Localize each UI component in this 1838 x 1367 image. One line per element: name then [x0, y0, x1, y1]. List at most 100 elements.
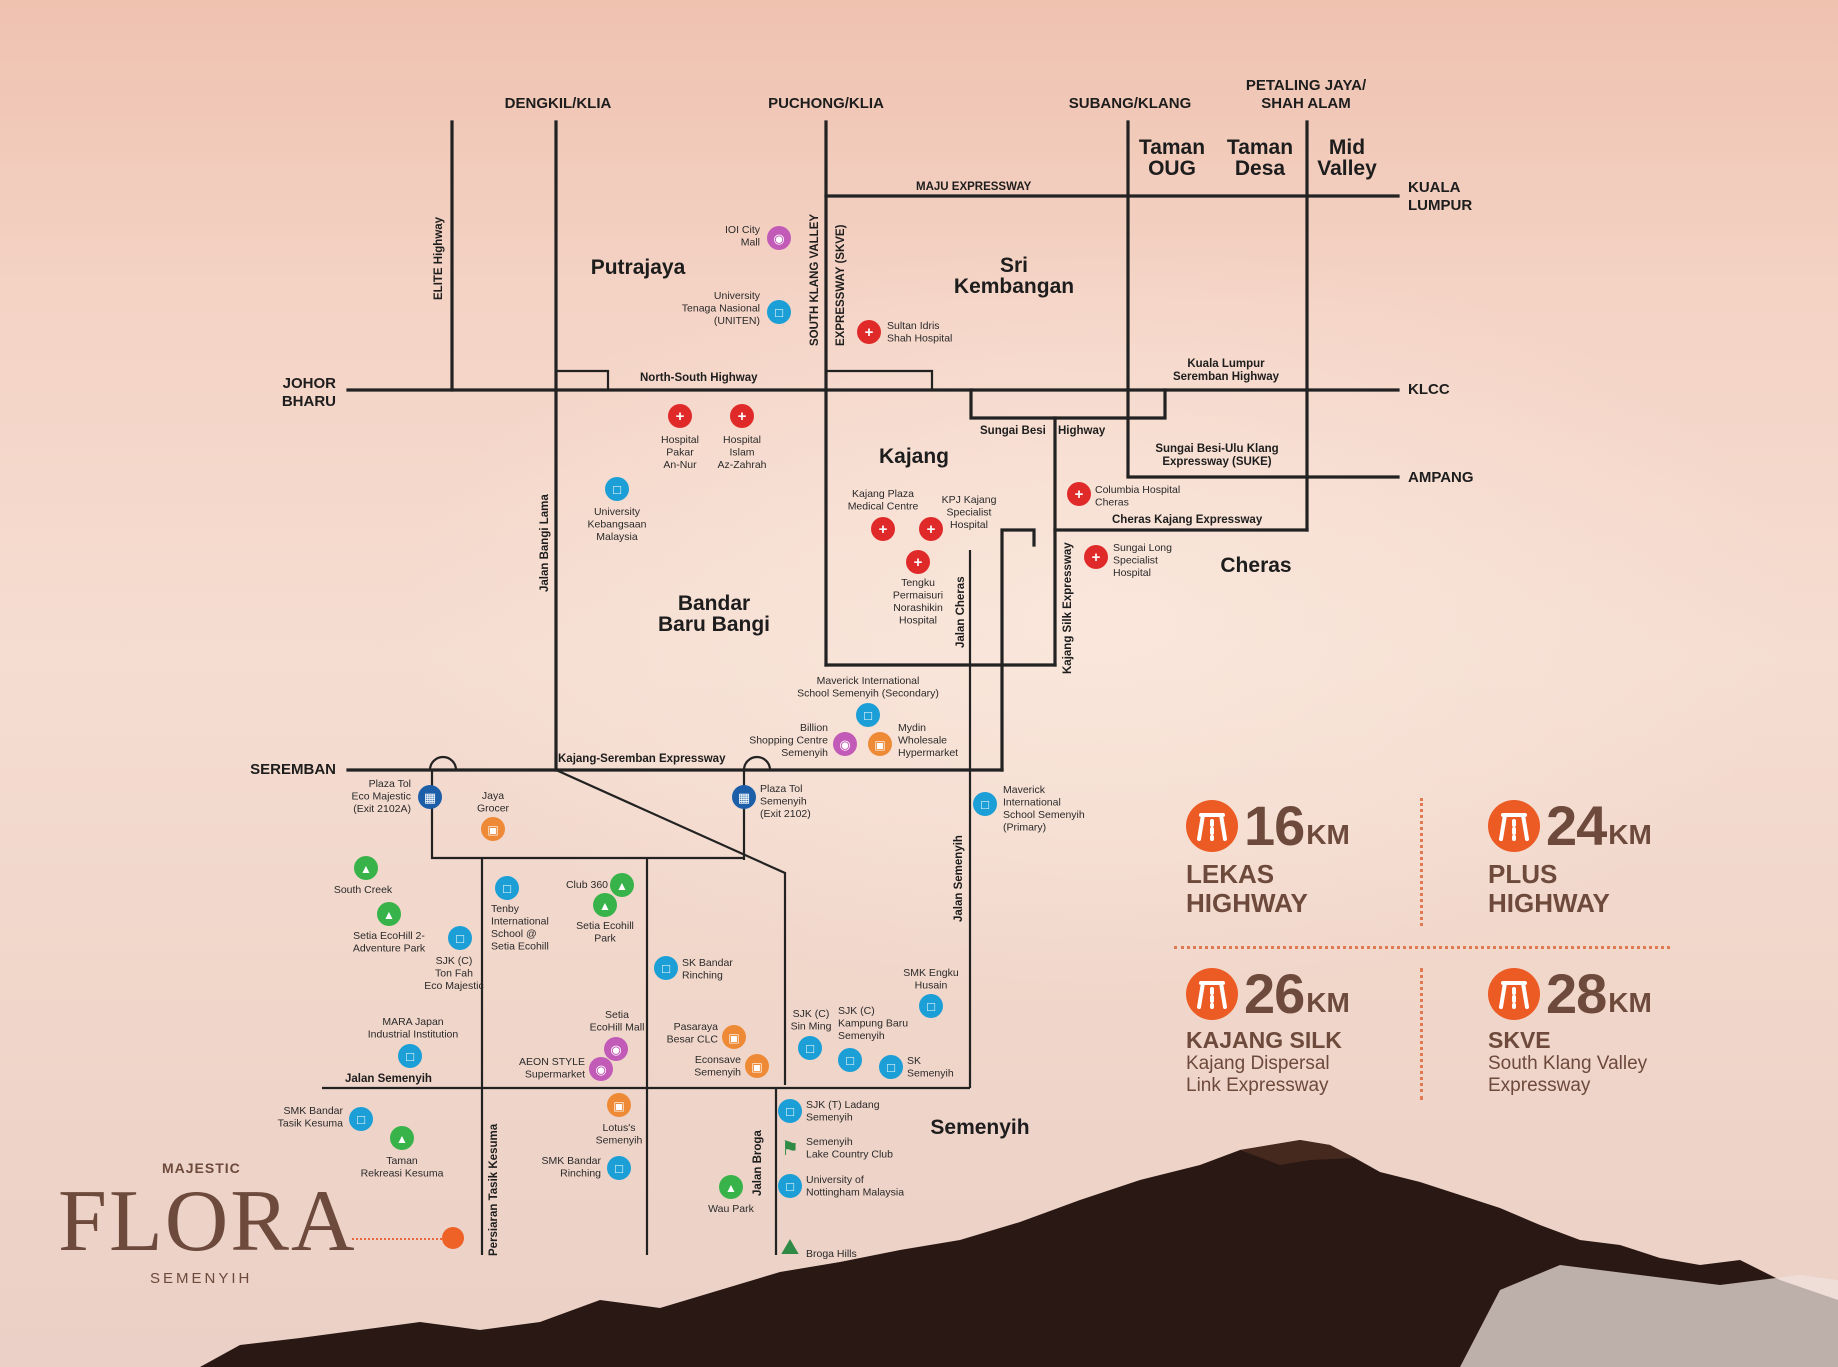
distance-value: 16 — [1244, 794, 1305, 857]
park-icon: ▲ — [610, 873, 634, 897]
poi-label-line: Park — [594, 933, 616, 945]
svg-text:▲: ▲ — [383, 908, 395, 922]
svg-text:□: □ — [806, 1041, 814, 1056]
park-icon: ▲ — [390, 1126, 414, 1150]
poi-label-line: Billion — [800, 722, 828, 734]
poi-sjk-sinming[interactable]: □ SJK (C)Sin Ming — [791, 1008, 832, 1060]
poi-label-line: School Semenyih — [1003, 809, 1085, 821]
poi-label: Setia EcoHill 2-Adventure Park — [353, 930, 426, 955]
poi-label-line: Lotus's — [603, 1122, 636, 1134]
poi-wau[interactable]: ▲ Wau Park — [708, 1175, 755, 1215]
cart-icon: ▣ — [868, 732, 892, 756]
hwy-jalan-broga: Jalan Broga — [752, 1130, 764, 1196]
distance-value: 26 — [1244, 962, 1305, 1025]
poi-south-creek[interactable]: ▲ South Creek — [334, 856, 393, 896]
park-icon: ▲ — [719, 1175, 743, 1199]
brand-logo: MAJESTIC FLORA SEMENYIH — [58, 1160, 358, 1287]
poi-label-line: Cheras — [1095, 497, 1129, 509]
poi-label-line: Supermarket — [525, 1069, 585, 1081]
poi-club360[interactable]: ▲ Club 360 — [566, 873, 634, 897]
poi-label-line: Setia Ecohill — [491, 941, 549, 953]
svg-text:+: + — [738, 408, 747, 425]
poi-label-line: SJK (C) — [838, 1005, 875, 1017]
highway-labels: ELITE Highway SOUTH KLANG VALLEY EXPRESS… — [345, 181, 1280, 1256]
hospital-icon: + — [730, 404, 754, 428]
area-putrajaya: Putrajaya — [591, 256, 686, 279]
poi-label-line: Semenyih — [781, 747, 828, 759]
svg-text:▣: ▣ — [751, 1060, 762, 1074]
park-icon: ▲ — [593, 893, 617, 917]
svg-text:+: + — [927, 521, 936, 538]
distance-name: PLUS HIGHWAY — [1488, 859, 1610, 918]
area-desa-1: Taman — [1227, 136, 1293, 159]
poi-label-line: Plaza Tol — [369, 778, 411, 790]
svg-text:+: + — [1092, 549, 1101, 566]
poi-ecohill2[interactable]: ▲ Setia EcoHill 2-Adventure Park — [353, 902, 426, 955]
svg-text:□: □ — [887, 1060, 895, 1075]
dir-johor-1: JOHOR — [283, 375, 337, 392]
poi-label-line: Mydin — [898, 722, 926, 734]
distance-lekas: 16 KM LEKAS HIGHWAY — [1186, 798, 1476, 917]
distance-name: KAJANG SILK — [1186, 1027, 1342, 1053]
cart-icon: ▣ — [722, 1025, 746, 1049]
poi-label-line: Az-Zahrah — [717, 459, 766, 471]
toll-gate-icon: ▦ — [418, 785, 442, 809]
hwy-suke-2: Expressway (SUKE) — [1162, 456, 1271, 468]
poi-label-line: Semenyih — [838, 1030, 885, 1042]
education-icon: □ — [856, 703, 880, 727]
poi-broga[interactable]: ⛰ Broga Hills — [778, 1234, 857, 1260]
poi-label-line: SK Bandar — [682, 957, 733, 969]
hwy-maju: MAJU EXPRESSWAY — [916, 181, 1032, 193]
poi-label-line: Nottingham Malaysia — [806, 1187, 904, 1199]
location-dot — [442, 1227, 464, 1249]
highway-icon — [1186, 968, 1238, 1020]
hwy-klsh-2: Seremban Highway — [1173, 371, 1280, 383]
divider-vertical-top — [1420, 798, 1423, 926]
